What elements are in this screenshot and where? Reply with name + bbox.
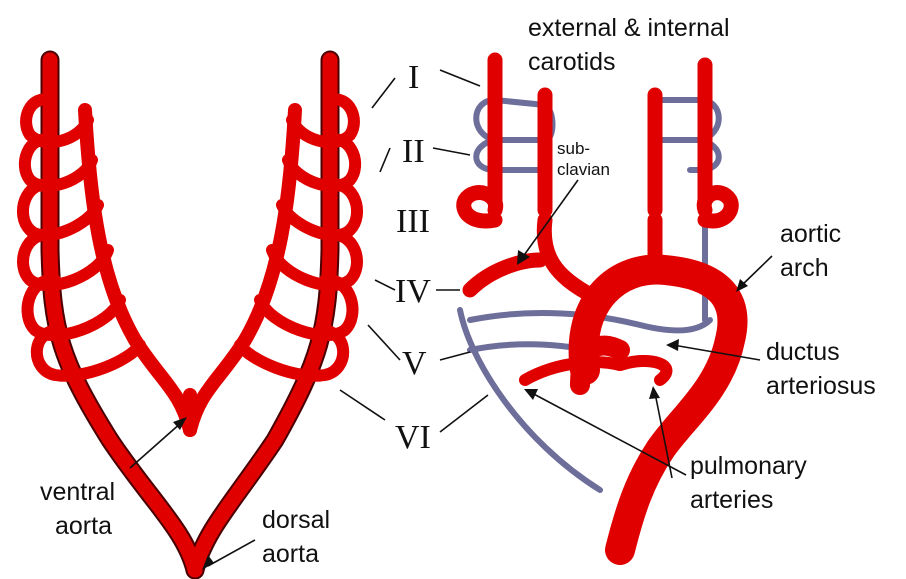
arch-label-II: II [402,133,425,170]
arch-label-VI: VI [395,419,431,456]
label-dorsal-line1: dorsal [262,506,330,534]
arrowhead-ductus [666,339,679,351]
label-subclavian-line2: clavian [557,160,610,179]
label-dorsal-line2: aorta [262,540,319,568]
label-carotids-line2: carotids [528,48,616,76]
leader-aortic-arch [740,256,772,287]
label-aortic-arch-line1: aortic [780,220,841,248]
leader-arch-II-left [380,148,390,172]
label-ventral-line2: aorta [55,512,112,540]
leader-arch-I-right [440,70,480,86]
leader-arch-V-left [368,325,400,360]
arrowhead-pulmonary-2 [649,386,660,399]
label-subclavian-line1: sub- [557,139,590,158]
label-ductus-line1: ductus [766,338,840,366]
label-ventral-line1: ventral [40,478,115,506]
leader-ventral [130,422,182,468]
leader-arch-VI-left [340,390,385,420]
label-pulmonary-line2: arteries [690,486,773,514]
label-aortic-arch-line2: arch [780,254,829,282]
arch-label-III: III [396,203,430,240]
label-pulmonary-line1: pulmonary [690,452,807,480]
arch-label-IV: IV [395,273,431,310]
label-ductus-line2: arteriosus [766,372,876,400]
leader-arch-IV-left [375,280,395,290]
label-carotids-line1: external & internal [528,14,730,42]
arch-label-I: I [408,59,419,96]
leader-arch-VI-right [440,395,488,432]
ventral-aorta-vessel [85,110,295,430]
leader-arch-V-right [440,352,470,360]
leader-arch-II-right [433,148,470,155]
leader-arch-I-left [372,78,395,108]
arch-label-V: V [402,345,427,382]
roman-numeral-labels: I II III IV V VI [395,59,431,456]
structure-labels: external & internal carotids sub- clavia… [40,14,876,568]
